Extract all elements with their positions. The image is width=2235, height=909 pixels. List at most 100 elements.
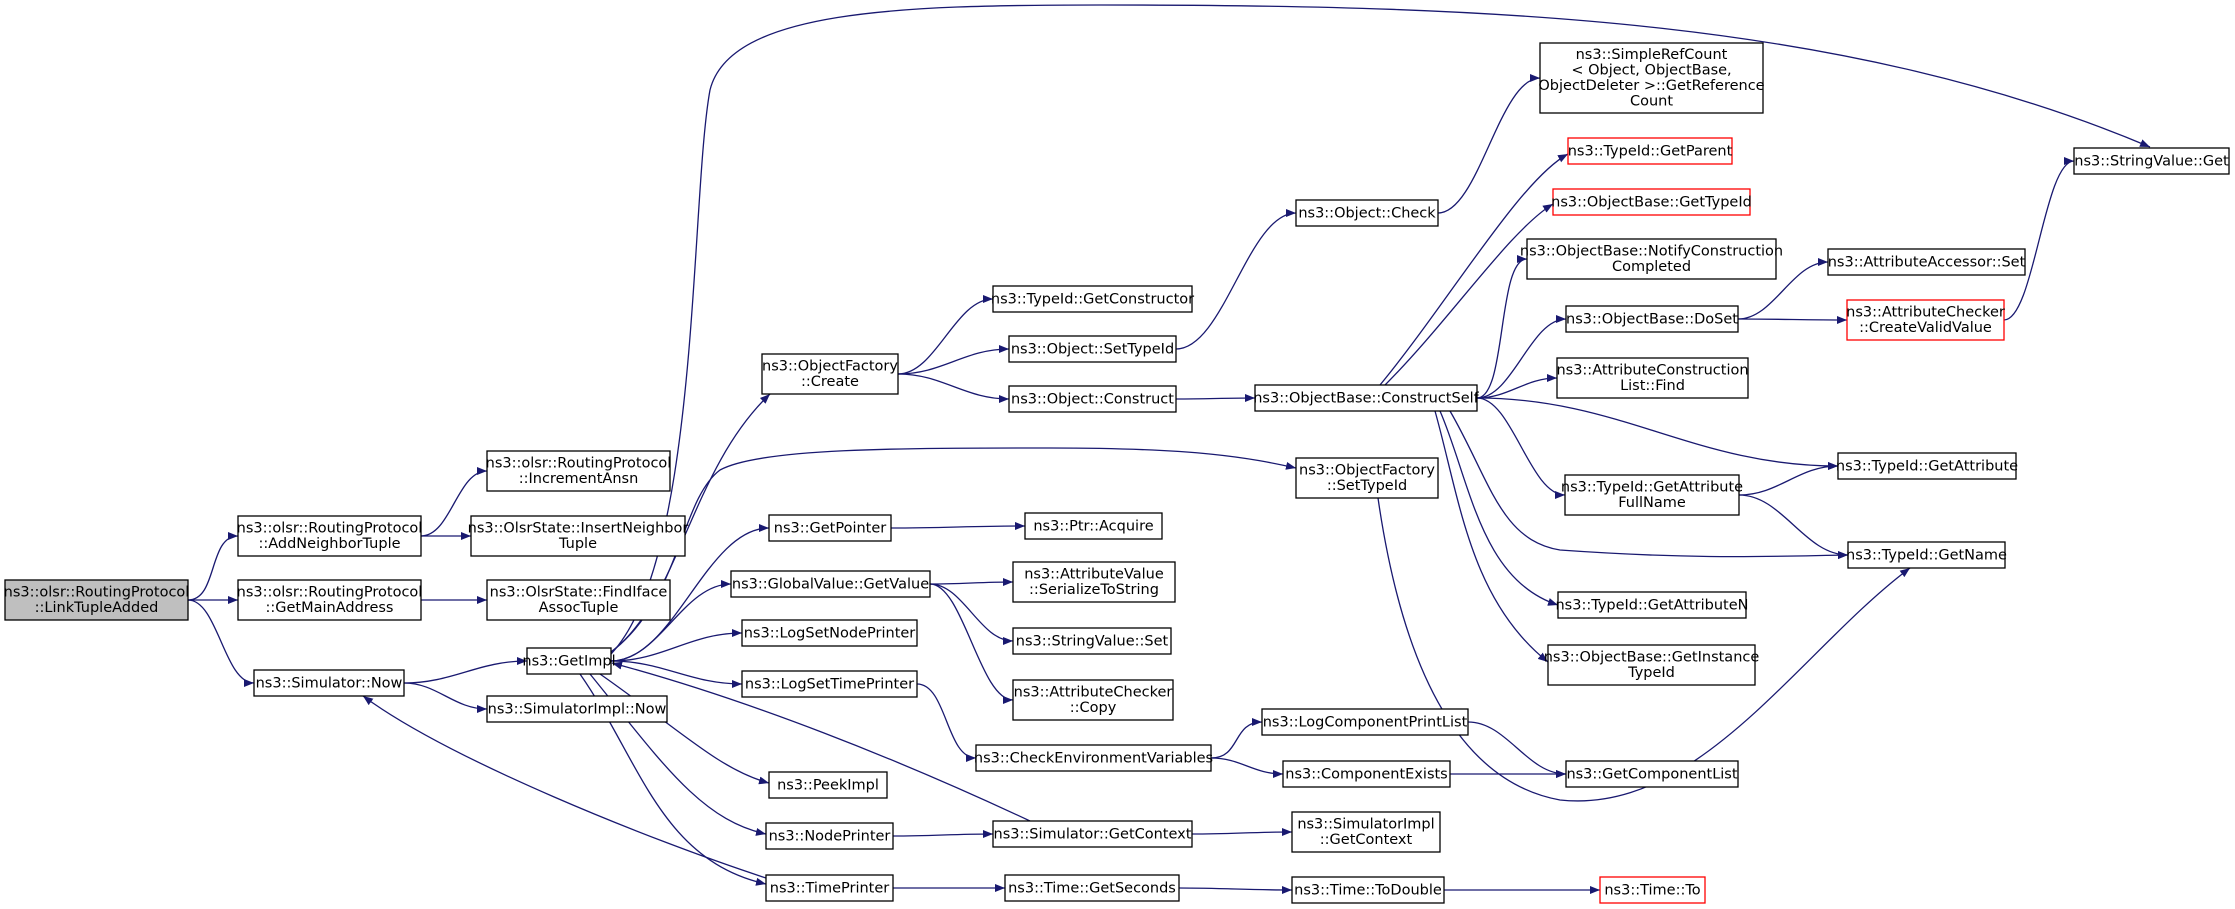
graph-node-getpointer[interactable]: ns3::GetPointer <box>768 514 892 542</box>
graph-edge-tidgetattrfull-tidgetname <box>1738 494 1849 559</box>
graph-node-nodeprinter[interactable]: ns3::NodePrinter <box>765 822 894 850</box>
graph-node-logcomplist[interactable]: ns3::LogComponentPrintList <box>1261 708 1469 736</box>
graph-node-timetodouble[interactable]: ns3::Time::ToDouble <box>1291 876 1445 904</box>
graph-edge-objcheck-srcgetref <box>1437 74 1541 214</box>
graph-node-box <box>253 669 405 697</box>
graph-node-simgetctx[interactable]: ns3::Simulator::GetContext <box>992 820 1193 848</box>
graph-node-getimpl[interactable]: ns3::GetImpl <box>522 647 616 675</box>
graph-node-label: List::Find <box>1620 378 1685 394</box>
graph-node-label: ns3::Ptr::Acquire <box>1033 518 1153 534</box>
graph-node-link[interactable]: ns3::olsr::RoutingProtocol::LinkTupleAdd… <box>4 579 190 621</box>
graph-edge-path <box>611 661 1031 822</box>
graph-node-label: ns3::TypeId::GetParent <box>1568 143 1733 159</box>
graph-node-gvget[interactable]: ns3::GlobalValue::GetValue <box>730 570 931 598</box>
graph-node-objconstruct[interactable]: ns3::Object::Construct <box>1008 385 1177 413</box>
graph-edge-logcomplist-getcomplist <box>1467 721 1567 778</box>
graph-node-label: AssocTuple <box>539 600 619 616</box>
graph-node-objcheck[interactable]: ns3::Object::Check <box>1295 199 1439 227</box>
graph-edge-path <box>1738 462 1839 496</box>
graph-edge-obconstructself-tidgetattrn <box>1439 410 1559 606</box>
graph-node-checkenv[interactable]: ns3::CheckEnvironmentVariables <box>974 744 1213 772</box>
graph-node-box <box>1254 384 1478 412</box>
graph-edge-path <box>1437 74 1541 214</box>
graph-node-accreate[interactable]: ns3::AttributeChecker::CreateValidValue <box>1846 299 2005 341</box>
graph-edge-obconstructself-tidgetparent <box>1379 153 1569 386</box>
graph-edge-path <box>2003 157 2075 321</box>
graph-edge-path <box>403 657 528 684</box>
graph-node-srcgetref[interactable]: ns3::SimpleRefCount< Object, ObjectBase,… <box>1538 42 1765 114</box>
graph-node-ofcreate[interactable]: ns3::ObjectFactory::Create <box>761 353 899 395</box>
graph-node-box <box>1526 238 1777 280</box>
graph-node-tidgetparent[interactable]: ns3::TypeId::GetParent <box>1567 137 1733 165</box>
graph-node-label: ns3::AttributeChecker <box>1014 685 1173 701</box>
graph-node-logsettime[interactable]: ns3::LogSetTimePrinter <box>741 670 918 698</box>
graph-node-ptracquire[interactable]: ns3::Ptr::Acquire <box>1024 512 1163 540</box>
graph-node-logsetnode[interactable]: ns3::LogSetNodePrinter <box>741 619 918 647</box>
graph-node-box <box>1599 876 1706 904</box>
graph-edge-tidgetattrfull-tidgetattr <box>1738 462 1839 496</box>
graph-node-label: ns3::Object::Check <box>1298 205 1436 221</box>
graph-node-compexists[interactable]: ns3::ComponentExists <box>1282 760 1451 788</box>
graph-node-tidgetctor[interactable]: ns3::TypeId::GetConstructor <box>991 285 1194 313</box>
graph-edge-getimpl-logsettime <box>610 660 743 688</box>
graph-node-box <box>761 353 899 395</box>
graph-node-box <box>1557 591 1747 619</box>
graph-node-ofsettid[interactable]: ns3::ObjectFactory::SetTypeId <box>1295 457 1439 499</box>
graph-node-label: ns3::olsr::RoutingProtocol <box>237 585 423 601</box>
graph-edge-getpointer-ptracquire <box>890 522 1026 531</box>
graph-node-label: ns3::olsr::RoutingProtocol <box>486 456 672 472</box>
graph-edge-path <box>610 4 2151 655</box>
graph-node-tidgetattrn[interactable]: ns3::TypeId::GetAttributeN <box>1555 591 1749 619</box>
graph-edge-getimpl-logsetnode <box>610 629 743 662</box>
graph-node-obdoset[interactable]: ns3::ObjectBase::DoSet <box>1565 305 1739 333</box>
graph-node-label: ns3::StringValue::Set <box>1016 633 1169 649</box>
graph-node-svget[interactable]: ns3::StringValue::Get <box>2073 147 2230 175</box>
graph-node-tidgetname[interactable]: ns3::TypeId::GetName <box>1846 541 2007 569</box>
graph-edge-gvget-svset <box>929 583 1014 645</box>
graph-node-getmain[interactable]: ns3::olsr::RoutingProtocol::GetMainAddre… <box>237 579 423 621</box>
graph-node-aaset[interactable]: ns3::AttributeAccessor::Set <box>1827 248 2026 276</box>
graph-node-tidgetattr[interactable]: ns3::TypeId::GetAttribute <box>1836 452 2018 480</box>
graph-node-box <box>992 820 1193 848</box>
graph-node-timeto[interactable]: ns3::Time::To <box>1599 876 1706 904</box>
graph-node-svset[interactable]: ns3::StringValue::Set <box>1012 627 1172 655</box>
graph-node-simimplgetctx[interactable]: ns3::SimulatorImpl::GetContext <box>1291 811 1441 853</box>
graph-node-label: FullName <box>1618 495 1686 511</box>
graph-node-simimplnow[interactable]: ns3::SimulatorImpl::Now <box>486 695 668 723</box>
graph-node-obconstructself[interactable]: ns3::ObjectBase::ConstructSelf <box>1253 384 1480 412</box>
graph-node-timegetsec[interactable]: ns3::Time::GetSeconds <box>1004 874 1180 902</box>
graph-node-obnotify[interactable]: ns3::ObjectBase::NotifyConstructionCompl… <box>1520 238 1783 280</box>
graph-edge-checkenv-compexists <box>1210 757 1284 778</box>
graph-node-addnb[interactable]: ns3::olsr::RoutingProtocol::AddNeighborT… <box>237 515 423 557</box>
graph-node-label: ns3::Time::To <box>1604 882 1700 898</box>
graph-node-box <box>741 619 918 647</box>
graph-edge-nodeprinter-simgetctx <box>892 830 994 839</box>
graph-node-label: ns3::olsr::RoutingProtocol <box>237 521 423 537</box>
graph-node-box <box>1547 644 1756 686</box>
graph-node-incansn[interactable]: ns3::olsr::RoutingProtocol::IncrementAns… <box>486 450 672 492</box>
graph-node-label: ns3::TimePrinter <box>770 880 890 896</box>
graph-node-accopy[interactable]: ns3::AttributeChecker::Copy <box>1012 679 1174 721</box>
graph-node-box <box>1295 199 1439 227</box>
graph-edge-path <box>1476 255 1528 399</box>
graph-node-box <box>765 822 894 850</box>
graph-node-label: ns3::LogSetTimePrinter <box>745 676 914 692</box>
graph-node-timeprinter[interactable]: ns3::TimePrinter <box>765 874 894 902</box>
graph-node-getcomplist[interactable]: ns3::GetComponentList <box>1565 760 1739 788</box>
graph-node-box <box>1004 874 1180 902</box>
graph-node-obgettid[interactable]: ns3::ObjectBase::GetTypeId <box>1551 188 1752 216</box>
graph-node-box <box>1552 188 1751 216</box>
graph-node-peekimpl[interactable]: ns3::PeekImpl <box>768 771 888 799</box>
graph-node-box <box>765 874 894 902</box>
graph-node-simnow[interactable]: ns3::Simulator::Now <box>253 669 405 697</box>
graph-node-label: ns3::OlsrState::FindIface <box>490 585 668 601</box>
graph-edge-path <box>1738 494 1849 559</box>
graph-node-objsettid[interactable]: ns3::Object::SetTypeId <box>1008 335 1177 363</box>
graph-node-avser[interactable]: ns3::AttributeValue::SerializeToString <box>1012 561 1176 603</box>
